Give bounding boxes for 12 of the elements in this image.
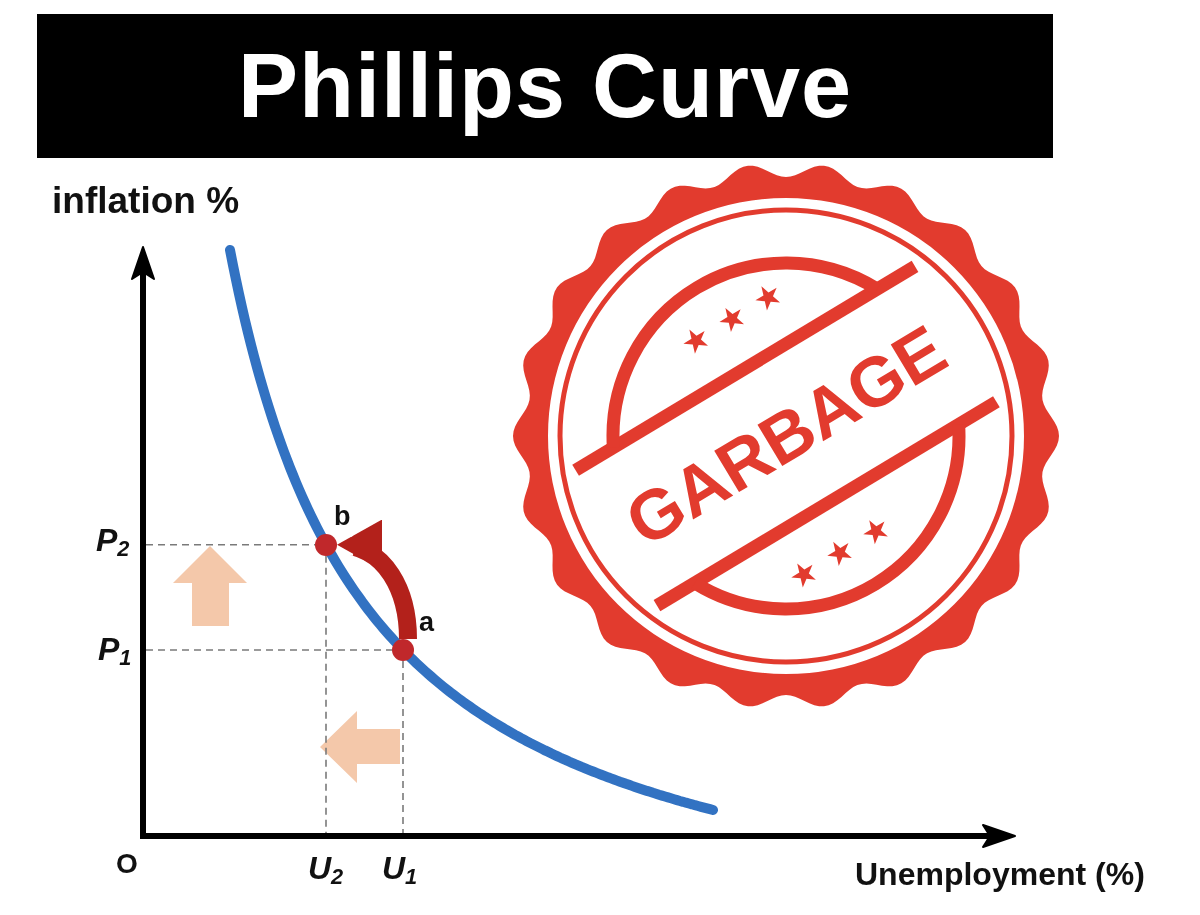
axis-title: inflation % [52, 180, 240, 223]
point-label: a [419, 607, 435, 638]
tick-label: P$_{2}$ [96, 522, 131, 559]
tick-label: U$_{1}$ [382, 850, 419, 887]
point-label: b [334, 501, 351, 532]
movement-arrow [336, 523, 417, 640]
axis-title: Unemployment (%) [855, 856, 1145, 893]
data-point [315, 533, 337, 556]
tick-label: U$_{2}$ [308, 850, 345, 887]
origin-label: O [116, 848, 138, 881]
tick-label: P$_{1}$ [98, 631, 133, 668]
title-text: Phillips Curve [236, 34, 854, 138]
